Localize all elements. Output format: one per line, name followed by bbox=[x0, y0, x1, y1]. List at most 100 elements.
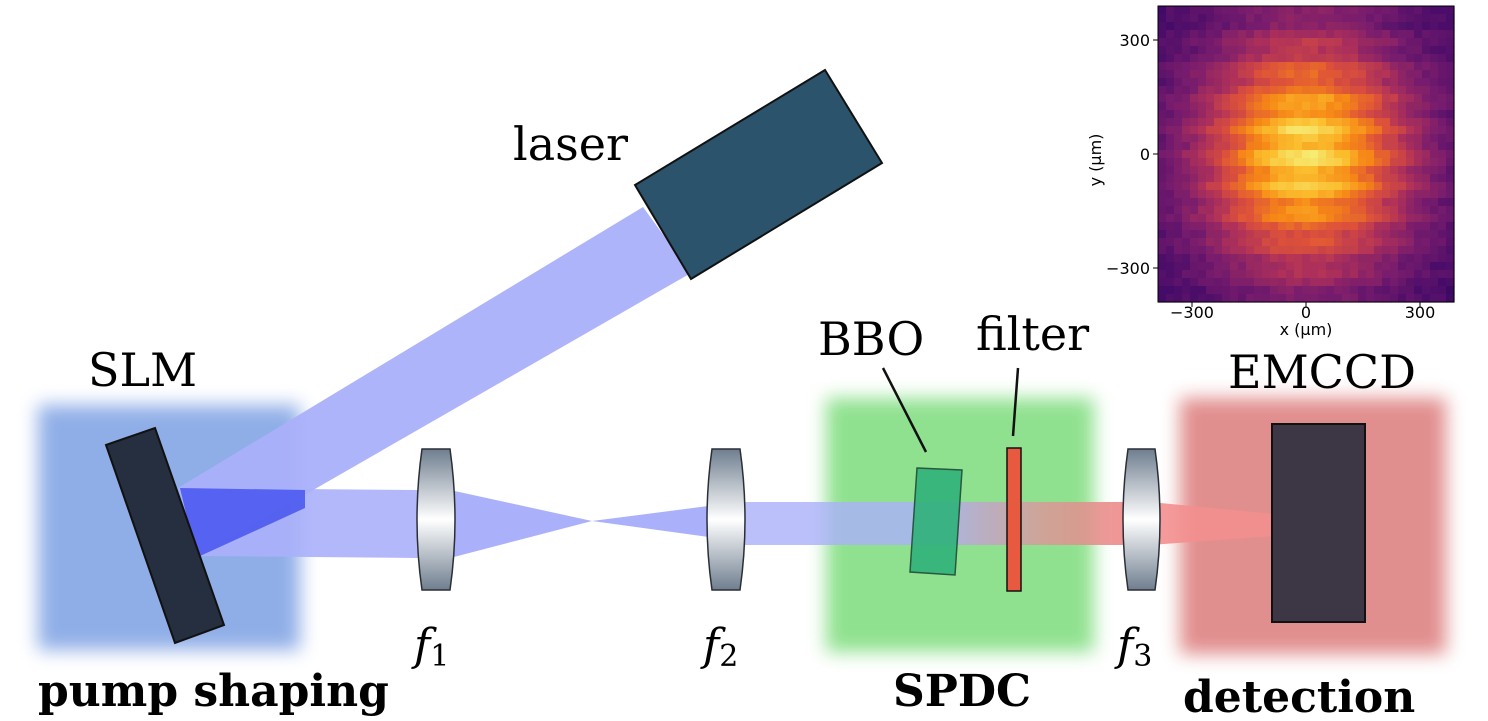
heatmap-cell bbox=[1374, 270, 1383, 279]
heatmap-cell bbox=[1222, 70, 1231, 79]
heatmap-cell bbox=[1158, 102, 1167, 111]
heatmap-cell bbox=[1398, 86, 1407, 95]
heatmap-cell bbox=[1222, 142, 1231, 151]
heatmap-cell bbox=[1206, 230, 1215, 239]
xtick-label: 300 bbox=[1405, 303, 1436, 322]
heatmap-cell bbox=[1342, 254, 1351, 263]
heatmap-cell bbox=[1334, 214, 1343, 223]
ytick-label: −300 bbox=[1106, 259, 1150, 278]
heatmap-cell bbox=[1310, 230, 1319, 239]
heatmap-cell bbox=[1422, 38, 1431, 47]
heatmap-cell bbox=[1430, 206, 1439, 215]
heatmap-cell bbox=[1366, 190, 1375, 199]
heatmap-cell bbox=[1230, 174, 1239, 183]
heatmap-cell bbox=[1182, 118, 1191, 127]
heatmap-cell bbox=[1406, 142, 1415, 151]
heatmap-cell bbox=[1294, 22, 1303, 31]
heatmap-cell bbox=[1238, 62, 1247, 71]
emccd-camera bbox=[1271, 423, 1366, 623]
heatmap-cell bbox=[1398, 182, 1407, 191]
heatmap-cell bbox=[1214, 142, 1223, 151]
heatmap-cell bbox=[1246, 190, 1255, 199]
heatmap-cell bbox=[1310, 198, 1319, 207]
heatmap-cell bbox=[1430, 214, 1439, 223]
heatmap-cell bbox=[1198, 62, 1207, 71]
heatmap-cell bbox=[1214, 238, 1223, 247]
heatmap-cell bbox=[1190, 190, 1199, 199]
heatmap-cell bbox=[1198, 126, 1207, 135]
heatmap-cell bbox=[1238, 230, 1247, 239]
heatmap-cell bbox=[1398, 30, 1407, 39]
heatmap-cell bbox=[1198, 230, 1207, 239]
heatmap-cell bbox=[1222, 54, 1231, 63]
heatmap-cell bbox=[1398, 286, 1407, 295]
heatmap-cell bbox=[1398, 190, 1407, 199]
heatmap-cell bbox=[1326, 166, 1335, 175]
heatmap-cell bbox=[1406, 294, 1415, 303]
heatmap-cell bbox=[1438, 182, 1447, 191]
heatmap-cell bbox=[1222, 270, 1231, 279]
heatmap-cell bbox=[1222, 166, 1231, 175]
heatmap-cell bbox=[1382, 262, 1391, 271]
heatmap-cell bbox=[1430, 46, 1439, 55]
heatmap-cell bbox=[1446, 86, 1455, 95]
heatmap-cell bbox=[1366, 198, 1375, 207]
heatmap-cell bbox=[1206, 270, 1215, 279]
heatmap-cell bbox=[1270, 190, 1279, 199]
heatmap-cell bbox=[1166, 182, 1175, 191]
heatmap-cell bbox=[1174, 94, 1183, 103]
heatmap-cell bbox=[1398, 278, 1407, 287]
heatmap-cell bbox=[1302, 6, 1311, 15]
heatmap-cell bbox=[1382, 6, 1391, 15]
heatmap-cell bbox=[1302, 78, 1311, 87]
heatmap-cell bbox=[1286, 14, 1295, 23]
heatmap-cell bbox=[1438, 166, 1447, 175]
heatmap-cell bbox=[1182, 166, 1191, 175]
heatmap-cell bbox=[1446, 118, 1455, 127]
heatmap-cell bbox=[1382, 70, 1391, 79]
heatmap-cell bbox=[1398, 294, 1407, 303]
heatmap-cell bbox=[1254, 62, 1263, 71]
heatmap-cell bbox=[1414, 86, 1423, 95]
heatmap-cell bbox=[1246, 62, 1255, 71]
heatmap-cell bbox=[1254, 246, 1263, 255]
heatmap-cell bbox=[1366, 206, 1375, 215]
heatmap-cell bbox=[1254, 222, 1263, 231]
heatmap-cell bbox=[1366, 86, 1375, 95]
heatmap-cell bbox=[1302, 30, 1311, 39]
xtick-label: −300 bbox=[1170, 303, 1214, 322]
heatmap-cell bbox=[1422, 102, 1431, 111]
heatmap-cell bbox=[1430, 22, 1439, 31]
heatmap-cell bbox=[1358, 270, 1367, 279]
heatmap-cell bbox=[1366, 78, 1375, 87]
heatmap-cell bbox=[1270, 22, 1279, 31]
heatmap-cell bbox=[1334, 142, 1343, 151]
heatmap-cell bbox=[1262, 230, 1271, 239]
heatmap-cell bbox=[1198, 14, 1207, 23]
heatmap-cell bbox=[1182, 78, 1191, 87]
heatmap-cell bbox=[1302, 190, 1311, 199]
heatmap-cell bbox=[1270, 286, 1279, 295]
heatmap-cell bbox=[1334, 6, 1343, 15]
heatmap-cell bbox=[1166, 214, 1175, 223]
heatmap-cell bbox=[1222, 198, 1231, 207]
heatmap-cell bbox=[1318, 174, 1327, 183]
heatmap-cell bbox=[1366, 126, 1375, 135]
heatmap-cell bbox=[1222, 222, 1231, 231]
heatmap-cell bbox=[1374, 62, 1383, 71]
heatmap-cell bbox=[1366, 238, 1375, 247]
heatmap-cell bbox=[1190, 62, 1199, 71]
heatmap-cell bbox=[1390, 86, 1399, 95]
heatmap-cell bbox=[1318, 46, 1327, 55]
heatmap-cell bbox=[1278, 46, 1287, 55]
heatmap-cell bbox=[1446, 278, 1455, 287]
heatmap-cell bbox=[1342, 102, 1351, 111]
heatmap-cell bbox=[1278, 254, 1287, 263]
heatmap-cell bbox=[1294, 182, 1303, 191]
heatmap-cell bbox=[1422, 158, 1431, 167]
heatmap-cell bbox=[1230, 286, 1239, 295]
heatmap-cell bbox=[1438, 6, 1447, 15]
heatmap-cell bbox=[1382, 30, 1391, 39]
heatmap-cell bbox=[1358, 230, 1367, 239]
